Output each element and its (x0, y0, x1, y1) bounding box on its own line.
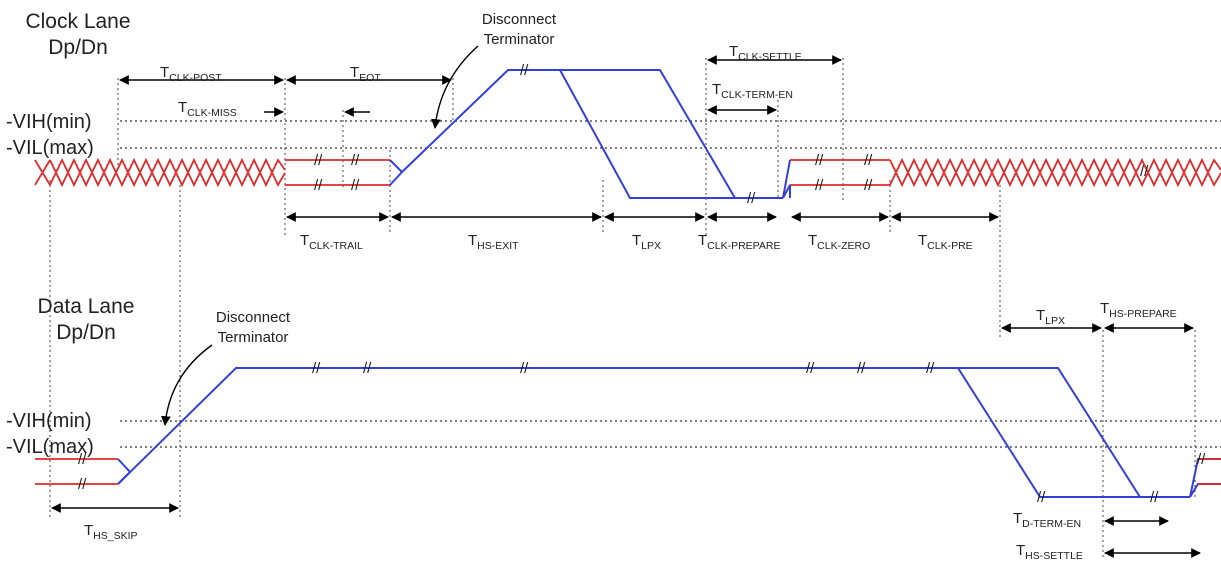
svg-text://: // (864, 177, 873, 194)
clock-break-marks: // // // // // // // // // // // (314, 62, 1149, 207)
clock-hs-pattern-left (34, 157, 286, 188)
clock-vil-label: -VIL(max) (6, 137, 94, 159)
svg-text://: // (351, 177, 360, 194)
clock-lp-signal (389, 69, 783, 199)
clk-trail-label: TCLK-TRAIL (300, 232, 363, 252)
svg-text://: // (747, 190, 756, 207)
svg-text://: // (78, 451, 87, 468)
data-annotation-line1: Disconnect (216, 309, 291, 326)
hs-settle-label: THS-SETTLE (1016, 542, 1083, 562)
data-annotation-line2: Terminator (218, 329, 289, 346)
data-lp-signal (117, 367, 1190, 498)
data-annotation-arrow (161, 344, 213, 426)
data-break-marks: // // // // // // // // // // // (78, 360, 1206, 506)
data-hs-end (1198, 458, 1221, 485)
clock-lp-exit-b (782, 159, 791, 199)
data-lane-title: Data Lane (38, 295, 135, 318)
data-vil-label: -VIL(max) (6, 436, 94, 458)
data-lpx-label: TLPX (1036, 307, 1065, 327)
svg-text://: // (314, 177, 323, 194)
d-term-en-label: TD-TERM-EN (1013, 510, 1081, 530)
data-lp-exit (1189, 458, 1221, 498)
hs-prepare-label: THS-PREPARE (1100, 300, 1177, 320)
clock-hs-pattern-right (889, 157, 1221, 188)
svg-text://: // (815, 152, 824, 169)
svg-text://: // (815, 177, 824, 194)
svg-text://: // (1150, 489, 1159, 506)
data-guide-lines (1102, 330, 1196, 560)
data-lp-start (117, 458, 132, 485)
clock-lp-exit (782, 184, 791, 199)
svg-text://: // (520, 62, 529, 79)
clk-term-en-label: TCLK-TERM-EN (712, 81, 793, 101)
svg-text://: // (312, 360, 321, 377)
clock-hs-zero (790, 159, 890, 186)
clock-hs-trail (285, 159, 390, 186)
svg-text://: // (1140, 163, 1149, 180)
svg-text://: // (363, 360, 372, 377)
clk-miss-label: TCLK-MISS (178, 99, 237, 119)
clk-post-label: TCLK-POST (160, 64, 222, 84)
data-lane-subtitle: Dp/Dn (56, 321, 116, 344)
svg-text://: // (864, 152, 873, 169)
clock-guide-lines (49, 58, 1001, 520)
svg-text://: // (926, 360, 935, 377)
data-hs-start (35, 458, 118, 485)
clock-annotation-line2: Terminator (484, 31, 555, 48)
svg-text://: // (314, 152, 323, 169)
clock-annotation-line1: Disconnect (482, 11, 557, 28)
hs-skip-label: THS_SKIP (84, 522, 138, 542)
svg-text://: // (78, 476, 87, 493)
data-vih-label: -VIH(min) (6, 410, 92, 432)
svg-text://: // (1197, 451, 1206, 468)
eot-label: TEOT (350, 64, 381, 84)
clk-zero-label: TCLK-ZERO (808, 232, 870, 252)
svg-text://: // (1037, 489, 1046, 506)
svg-text://: // (351, 152, 360, 169)
clock-annotation-arrow (431, 45, 479, 129)
hs-exit-label: THS-EXIT (468, 232, 519, 252)
clk-prepare-label: TCLK-PREPARE (698, 232, 781, 252)
svg-text://: // (520, 360, 529, 377)
svg-text://: // (857, 360, 866, 377)
clock-vih-label: -VIH(min) (6, 111, 92, 133)
clock-lane-subtitle: Dp/Dn (48, 36, 108, 59)
clk-settle-label: TCLK-SETTLE (729, 43, 802, 63)
clock-lane-title: Clock Lane (25, 10, 130, 33)
clk-lpx-label: TLPX (632, 232, 661, 252)
svg-text://: // (806, 360, 815, 377)
clk-pre-label: TCLK-PRE (918, 232, 973, 252)
